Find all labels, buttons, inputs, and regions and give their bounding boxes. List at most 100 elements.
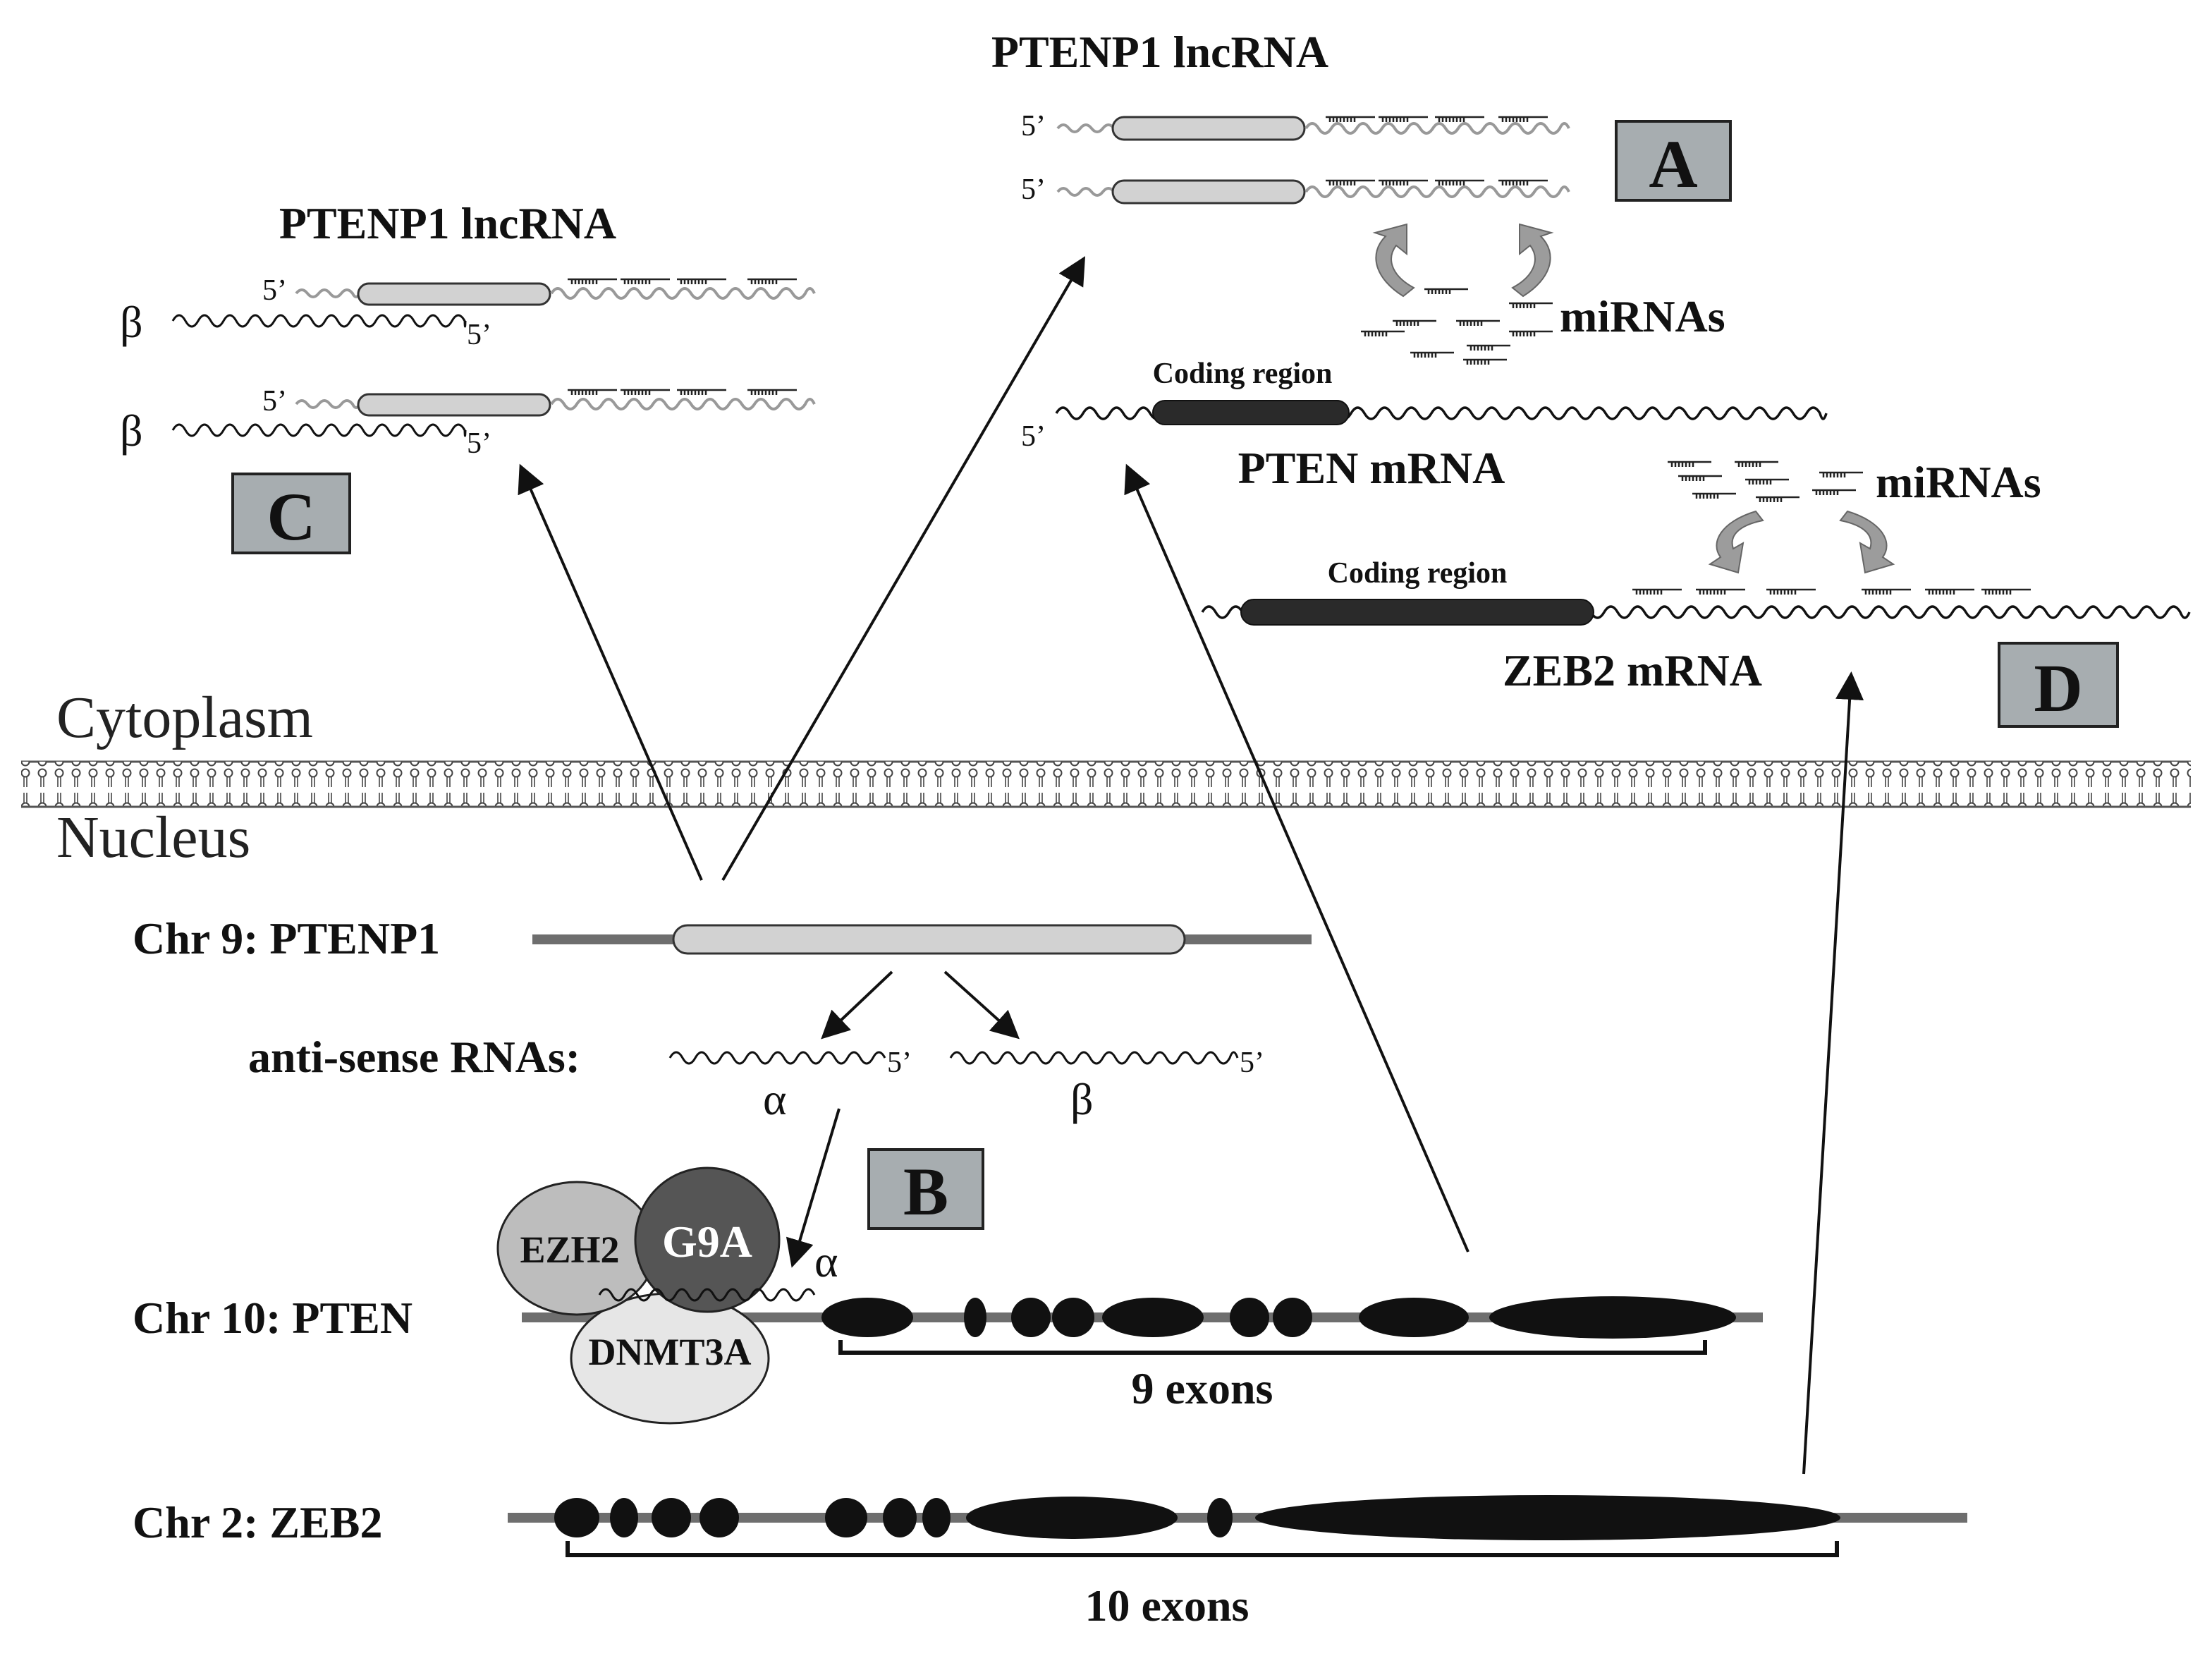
pten-mrna-coding-label: Coding region	[1153, 358, 1333, 390]
panel-c-lncrna-tail-left-1	[295, 288, 361, 298]
mirna	[1498, 116, 1548, 122]
bound-alpha-rna	[598, 1288, 816, 1302]
mirna	[1766, 588, 1816, 595]
panel-c-lncrna-body-1	[357, 282, 551, 306]
beta-5prime: 5’	[1240, 1047, 1264, 1079]
pten-mrna-label: PTEN mRNA	[1238, 443, 1505, 493]
pten-exons-bracket	[838, 1340, 1707, 1355]
mirna	[1326, 179, 1375, 185]
panel-d-bound-mirnas	[1632, 588, 2031, 595]
mirna	[1326, 116, 1375, 122]
zeb2-exon-7	[922, 1498, 951, 1537]
mirna	[677, 278, 726, 284]
mirna	[747, 278, 797, 284]
zeb2-exons-bracket	[566, 1541, 1839, 1557]
mirna	[1696, 588, 1745, 595]
panel-a-title: PTENP1 lncRNA	[991, 27, 1328, 77]
mirna	[747, 389, 797, 395]
mirna	[1819, 471, 1863, 477]
bound-alpha-label: α	[814, 1236, 838, 1286]
panel-c-lncrna-tail-right-1	[550, 287, 816, 300]
mirna	[1668, 461, 1711, 467]
dnmt3a-label: DNMT3A	[589, 1331, 752, 1373]
panel-c-title: PTENP1 lncRNA	[279, 198, 616, 248]
mirna	[1498, 179, 1548, 185]
nucleus-label: Nucleus	[56, 805, 250, 870]
beta-label: β	[1070, 1074, 1094, 1124]
panel-a-5prime-2: 5’	[1021, 173, 1046, 206]
zeb2-exon-6	[883, 1498, 917, 1537]
cytoplasm-label: Cytoplasm	[56, 685, 313, 750]
mirna	[1745, 478, 1789, 485]
pten-exon-8	[1359, 1298, 1469, 1337]
mirna	[1925, 588, 1974, 595]
panel-a-bound-mirnas-2	[1326, 179, 1548, 185]
mirna	[568, 389, 617, 395]
g9a-label: G9A	[662, 1217, 752, 1267]
zeb2-exon-2	[610, 1498, 638, 1537]
panel-c-5prime-bottom-2: 5’	[467, 427, 491, 460]
panel-c-beta-rna-1	[171, 314, 467, 328]
cell-membrane	[21, 762, 2191, 807]
panel-a-box	[1615, 120, 1732, 202]
panel-c-lncrna-tail-right-2	[550, 398, 816, 410]
panel-d-curved-arrow-right	[1839, 510, 1895, 574]
panel-c-letter: C	[267, 479, 315, 554]
pten-exon-9	[1489, 1296, 1736, 1339]
mirna	[1735, 461, 1778, 467]
zeb2-exon-5	[825, 1498, 867, 1537]
pten-exon-3	[1011, 1298, 1051, 1337]
alpha-5prime: 5’	[887, 1047, 912, 1079]
panel-c-lncrna-1: 5’ β 5’	[120, 274, 816, 351]
arrow-alpha-to-pten	[786, 1108, 841, 1268]
mirna	[1692, 492, 1736, 499]
chr9-label: Chr 9: PTENP1	[133, 913, 440, 963]
ezh2-label: EZH2	[520, 1229, 619, 1271]
panel-c-5prime-top-2: 5’	[262, 385, 287, 418]
mirna	[1456, 319, 1500, 326]
mirna	[1467, 344, 1510, 351]
pten-exon-5	[1102, 1298, 1204, 1337]
arrow-to-alpha	[821, 970, 893, 1040]
panel-c-5prime-top-1: 5’	[262, 274, 287, 307]
mirna	[568, 278, 617, 284]
arrow-ptenp1-to-c	[518, 463, 703, 881]
pten-exon-7	[1273, 1298, 1312, 1337]
mirna	[1379, 179, 1428, 185]
arrow-to-beta	[943, 970, 1020, 1040]
zeb2-mrna-label: ZEB2 mRNA	[1503, 645, 1762, 695]
panel-d-letter: D	[2034, 650, 2082, 726]
panel-d-curved-arrow-left	[1708, 510, 1764, 574]
pten-exons	[821, 1296, 1736, 1339]
zeb2-exons	[554, 1495, 1840, 1540]
pten-exon-2	[964, 1298, 986, 1337]
mirna	[1862, 588, 1911, 595]
mirna	[1410, 351, 1454, 358]
panel-a-lncrna-body-1	[1111, 116, 1306, 141]
zeb2-exon-8	[966, 1497, 1178, 1539]
panel-a-lncrna-tail-right-2	[1304, 185, 1570, 198]
pten-mrna-coding-region	[1152, 400, 1350, 425]
panel-a-lncrna-tail-left-2	[1056, 187, 1116, 197]
mirna	[677, 389, 726, 395]
zeb2-exon-1	[554, 1498, 599, 1537]
mirna	[1812, 489, 1856, 495]
panel-d-free-mirnas	[1668, 461, 1863, 502]
antisense-label: anti-sense RNAs:	[248, 1032, 580, 1082]
arrow-ptenp1-to-a	[721, 256, 1086, 882]
alpha-label: α	[763, 1074, 787, 1124]
zeb2-exon-3	[652, 1498, 691, 1537]
mirna	[1424, 288, 1468, 294]
panel-c-box	[231, 473, 351, 554]
pten-exon-1	[821, 1298, 913, 1337]
mirna	[1393, 319, 1436, 326]
panel-d-box	[1998, 642, 2119, 728]
panel-a-lncrna-tail-right-1	[1304, 122, 1570, 135]
panel-a-lncrna-body-2	[1111, 179, 1306, 205]
pten-exon-6	[1230, 1298, 1269, 1337]
mirna	[1361, 330, 1405, 336]
panel-a-mirnas-label: miRNAs	[1560, 291, 1725, 341]
zeb2-mrna-coding-region	[1240, 599, 1594, 626]
panel-a-5prime-1: 5’	[1021, 110, 1046, 142]
